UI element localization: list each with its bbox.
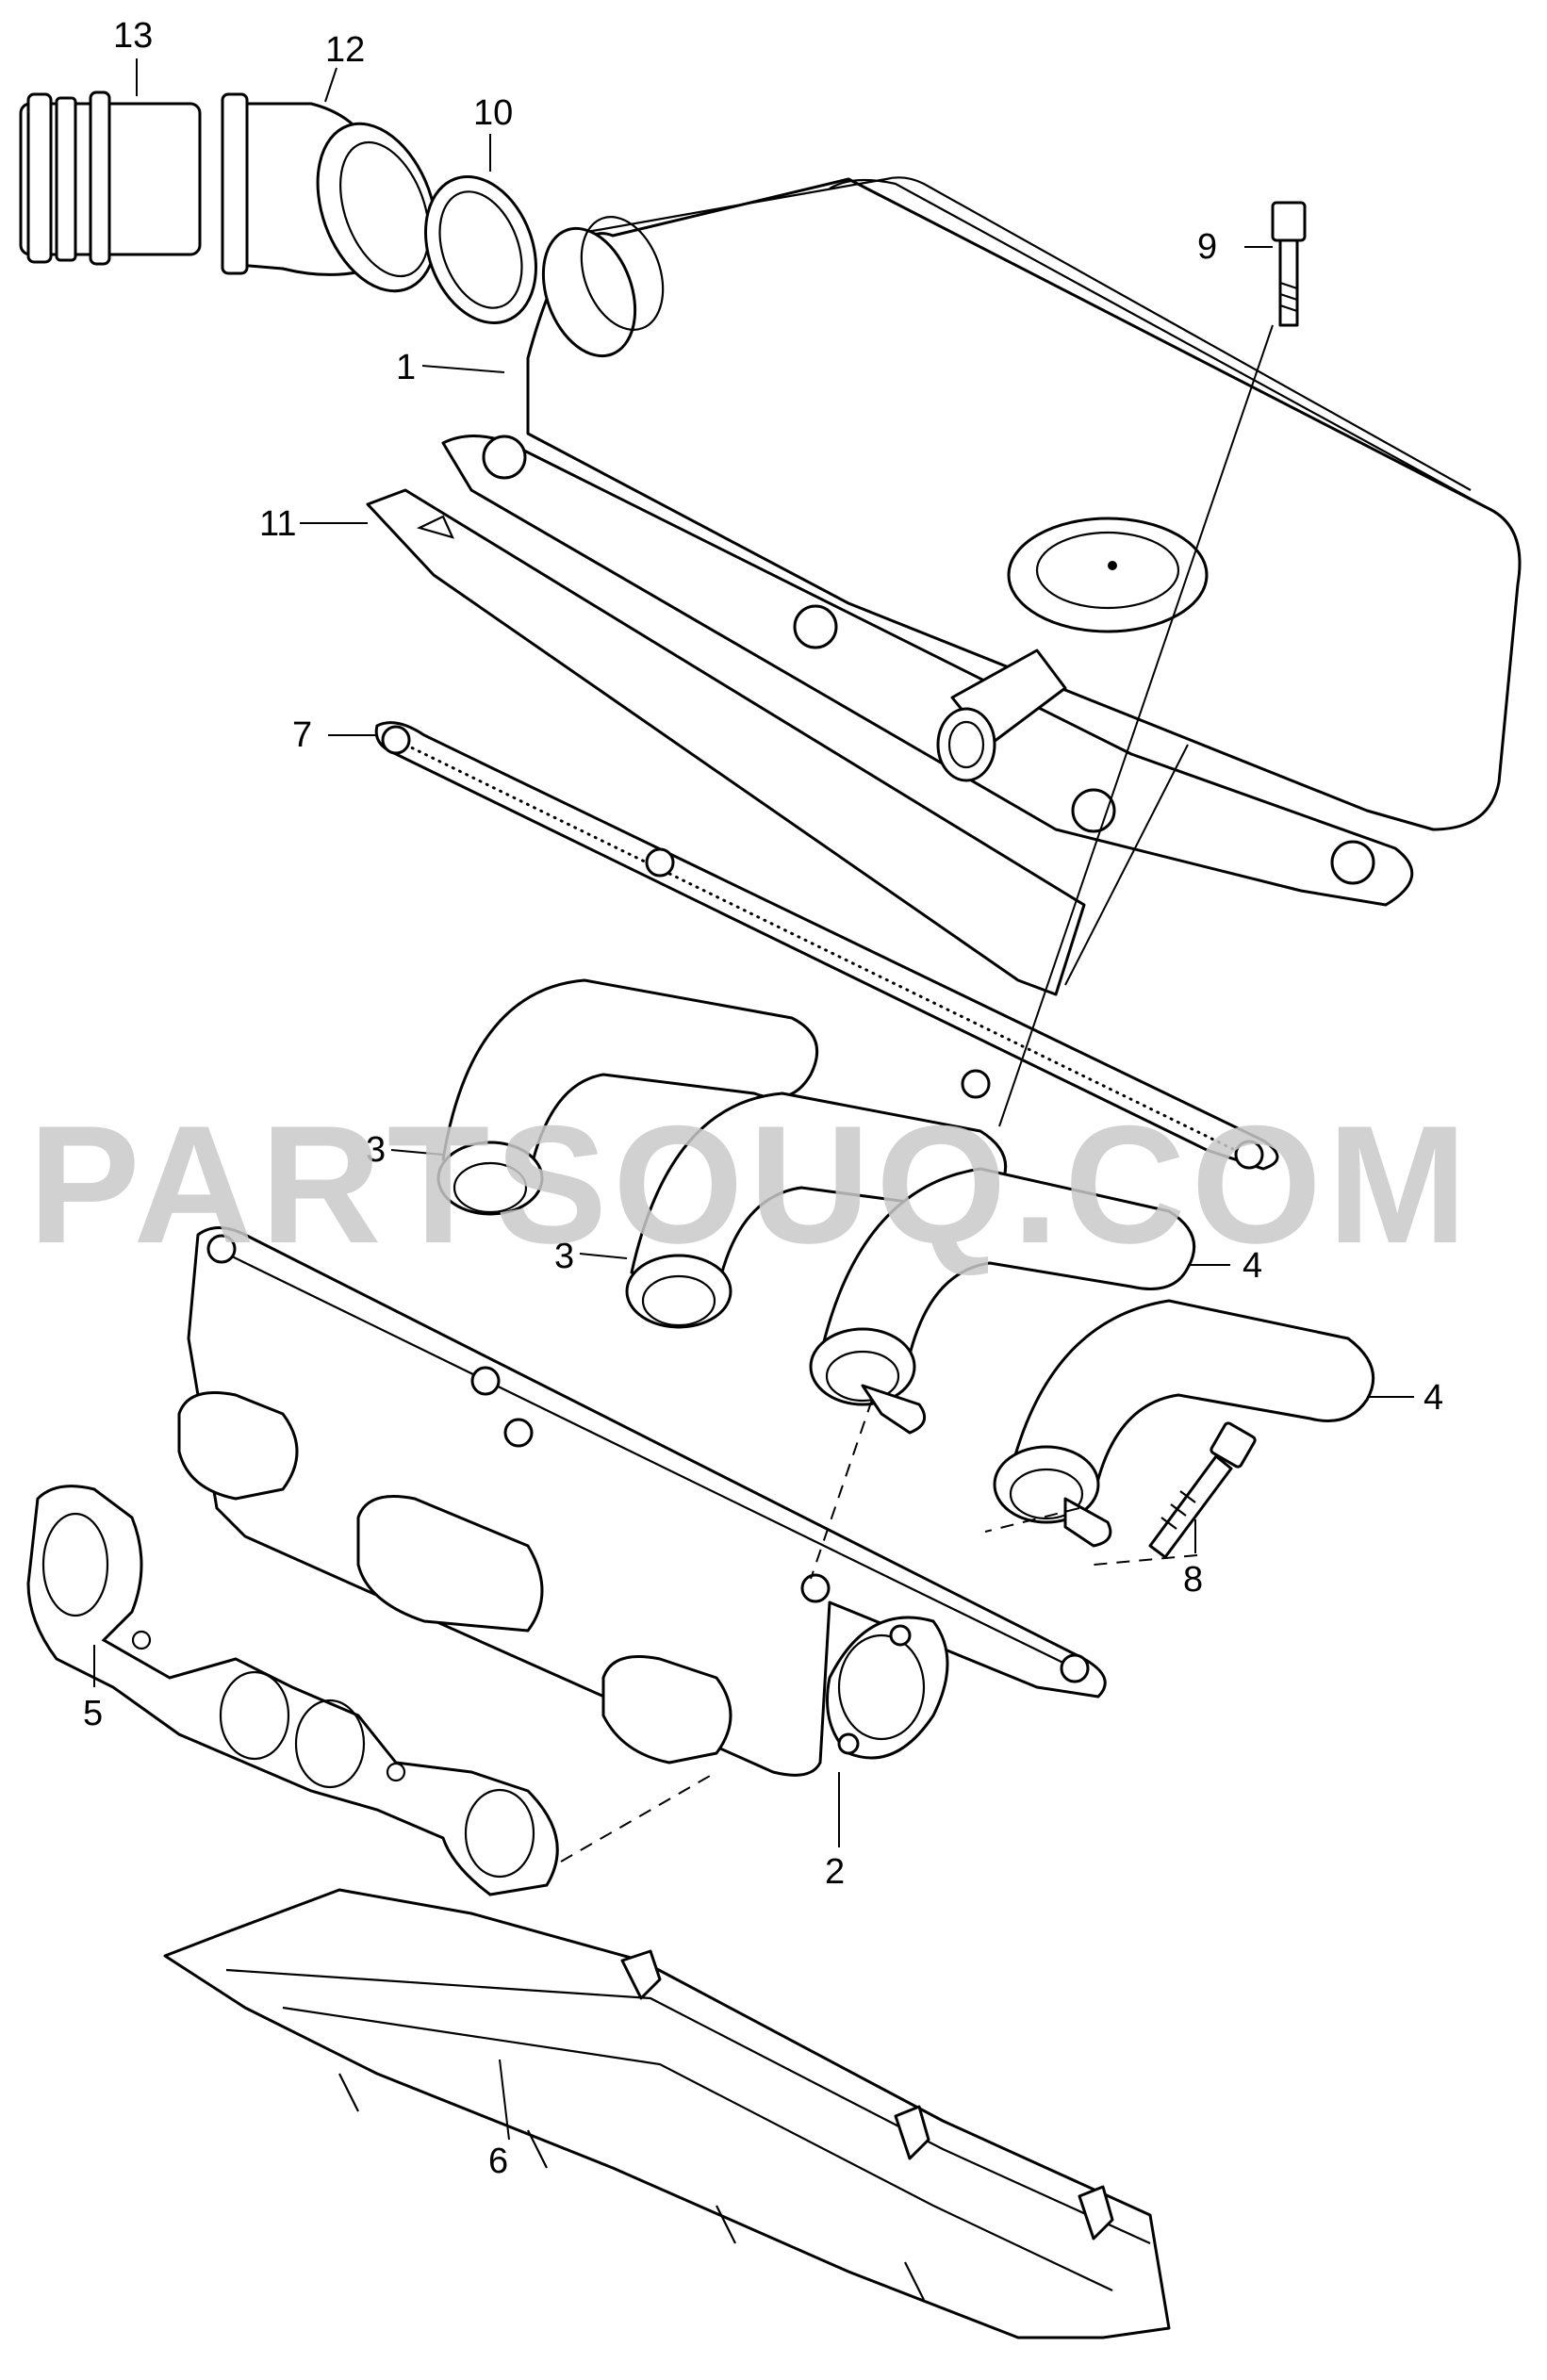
flange-part-11[interactable] [366,488,1086,996]
callout-10: 10 [473,93,513,133]
callout-5: 5 [83,1694,103,1733]
callout-4-upper: 4 [1243,1246,1262,1286]
leader-lines [93,58,1414,2141]
air-mass-sensor-part-12[interactable] [221,92,458,307]
callout-6: 6 [488,2142,508,2181]
runner-pipe-part-3-b[interactable] [625,1092,1008,1329]
callout-4-lower: 4 [1424,1378,1443,1418]
watermark-text: PARTSOUQ.COM [28,1091,1473,1278]
callout-8: 8 [1183,1560,1203,1600]
manifold-gasket-part-5[interactable] [26,1485,559,1896]
bolt-part-9[interactable] [1271,201,1307,327]
seal-ring-part-10[interactable] [406,161,555,338]
callout-9: 9 [1197,227,1217,267]
callout-3-lower: 3 [554,1237,574,1276]
intake-manifold-part-2[interactable] [177,1226,1107,1777]
callout-12: 12 [325,30,365,70]
bolt-part-8[interactable] [1148,1421,1257,1559]
callout-11: 11 [259,504,296,544]
callout-13: 13 [113,16,153,56]
runner-pipe-part-4-b[interactable] [993,1299,1375,1548]
callout-1: 1 [396,348,416,387]
runner-pipe-part-4-a[interactable] [809,1167,1196,1435]
callout-3-upper: 3 [366,1130,386,1170]
heat-shield-part-6[interactable] [163,1888,1171,2339]
runner-pipe-part-3-a[interactable] [436,978,819,1216]
gasket-part-7[interactable] [374,721,1279,1171]
intake-plenum-part-1[interactable] [441,176,1522,907]
callout-labels: 13 12 10 9 1 11 7 3 3 4 4 8 5 2 6 [83,16,1443,2181]
callout-2: 2 [825,1852,845,1892]
callout-7: 7 [292,715,312,755]
hose-connector-part-13[interactable] [19,90,202,266]
